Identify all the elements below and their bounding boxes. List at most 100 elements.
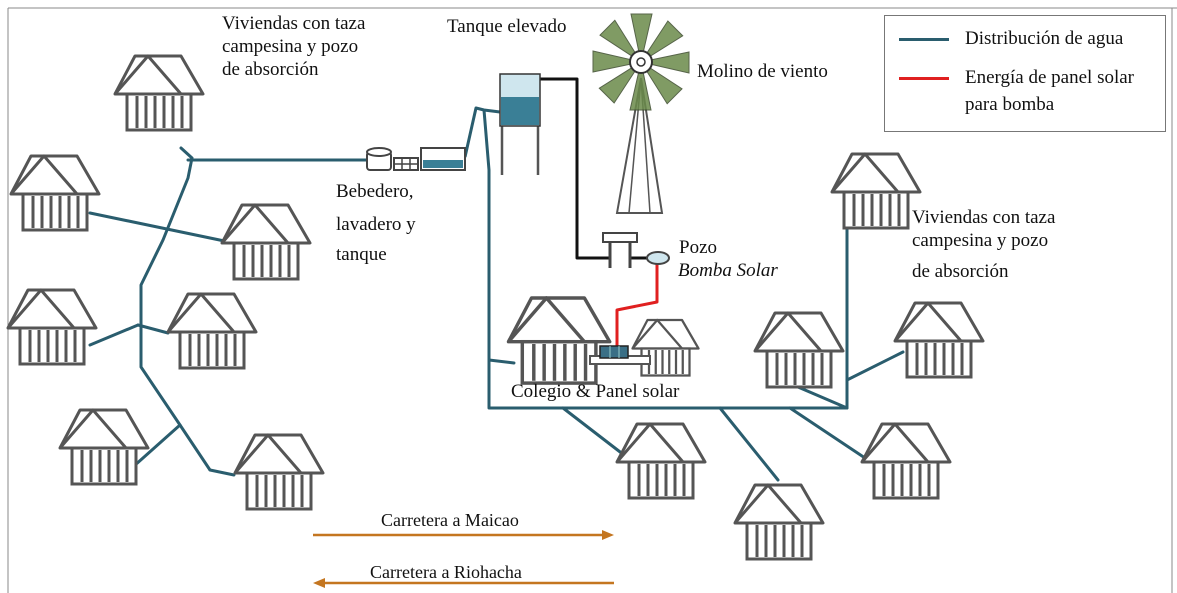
legend-water-label: Distribución de agua [965, 28, 1124, 49]
well-pump-icon [602, 232, 670, 268]
trough-icon [366, 147, 466, 171]
house-icon [58, 408, 150, 486]
windmill-blade [592, 50, 642, 73]
pipe-branch [88, 323, 140, 347]
legend-solar-label-1: Energía de panel solar [965, 67, 1134, 88]
pipe-to-school [487, 358, 516, 365]
house-gable [631, 318, 683, 350]
house-roof [860, 422, 952, 464]
label-bebedero-1: Bebedero, [336, 181, 414, 202]
house-roof [830, 152, 922, 194]
house-gable [166, 292, 236, 333]
house-gable [9, 154, 79, 195]
windmill-blade [640, 61, 683, 105]
house-roof [9, 154, 101, 196]
windmill-blade [598, 61, 642, 104]
windmill-tower [615, 77, 664, 214]
house-icon [733, 483, 825, 561]
trough-drum-top [366, 147, 392, 157]
pipe-branch [561, 406, 626, 457]
road-riohacha-arrowhead [313, 578, 325, 588]
house-roof [166, 292, 258, 334]
house-icon [220, 203, 312, 281]
label-colegio: Colegio & Panel solar [511, 381, 680, 402]
label-viviendas-right-1: Viviendas con taza [912, 207, 1056, 228]
pump-pipe [540, 77, 610, 260]
house-gable [6, 288, 76, 329]
legend-solar-label-2: para bomba [965, 94, 1055, 115]
windmill-blade [640, 20, 684, 63]
house-roof [506, 296, 612, 344]
label-road-maicao: Carretera a Maicao [381, 510, 519, 530]
house-gable [220, 203, 290, 244]
house-roof [615, 422, 707, 464]
house-icon [830, 152, 922, 230]
house-gable [507, 296, 586, 343]
house-gable [58, 408, 128, 449]
windmill-blade [599, 19, 642, 63]
house-gable [113, 54, 183, 95]
label-pozo: Pozo [679, 237, 717, 258]
house-roof [631, 318, 700, 350]
house-roof [733, 483, 825, 525]
house-roof [113, 54, 205, 96]
pump-top [602, 232, 638, 243]
house-icon [6, 288, 98, 366]
label-viviendas-top-3: de absorción [222, 59, 319, 80]
house-roof [753, 311, 845, 353]
label-viviendas-right-3: de absorción [912, 261, 1009, 282]
school-loop-pipe [482, 109, 849, 410]
pipe-branch [208, 468, 236, 477]
house-icon [893, 301, 985, 379]
label-tanque-elevado: Tanque elevado [447, 16, 567, 37]
house-gable [893, 301, 963, 342]
house-gable [753, 311, 823, 352]
house-gable [830, 152, 900, 193]
windmill-blade [640, 51, 690, 74]
road-maicao-arrowhead [602, 530, 614, 540]
house-gable [615, 422, 685, 463]
pipe-to-tank [463, 106, 501, 158]
label-viviendas-top-2: campesina y pozo [222, 36, 359, 57]
windmill-blade [630, 13, 653, 63]
label-viviendas-right-2: campesina y pozo [912, 230, 1049, 251]
legend: Distribución de agua Energía de panel so… [884, 15, 1166, 132]
house-gable [860, 422, 930, 463]
house-icon [860, 422, 952, 500]
tank-water [501, 97, 539, 125]
well-opening [646, 251, 670, 265]
windmill-hub-inner [636, 57, 646, 67]
house-icon [9, 154, 101, 232]
label-road-riohacha: Carretera a Riohacha [370, 562, 522, 582]
label-molino: Molino de viento [697, 61, 828, 82]
house-icon [113, 54, 205, 132]
label-viviendas-top-1: Viviendas con taza [222, 13, 366, 34]
house-gable [733, 483, 803, 524]
house-roof [233, 433, 325, 475]
pipe-branch [136, 323, 170, 335]
house-icon [753, 311, 845, 389]
solar-panel-icon [599, 345, 629, 359]
label-bebedero-2: lavadero y [336, 214, 416, 235]
school-building-icon [506, 296, 612, 385]
house-icon [615, 422, 707, 500]
house-icon [166, 292, 258, 370]
elevated-tank-icon [499, 73, 541, 175]
trough-water [423, 160, 463, 168]
windmill-blade [629, 61, 652, 111]
school-annex-icon [631, 318, 700, 377]
house-roof [58, 408, 150, 450]
house-icon [233, 433, 325, 511]
pipe-branch [179, 146, 194, 160]
label-bebedero-3: tanque [336, 244, 387, 265]
pipe-branch [788, 406, 870, 462]
solar-power-line [615, 263, 659, 352]
house-roof [6, 288, 98, 330]
legend-solar-swatch [899, 77, 949, 80]
pipe-branch [88, 211, 236, 245]
house-gable [233, 433, 303, 474]
pipe-branch [718, 406, 780, 482]
pipe-branch [845, 350, 905, 382]
